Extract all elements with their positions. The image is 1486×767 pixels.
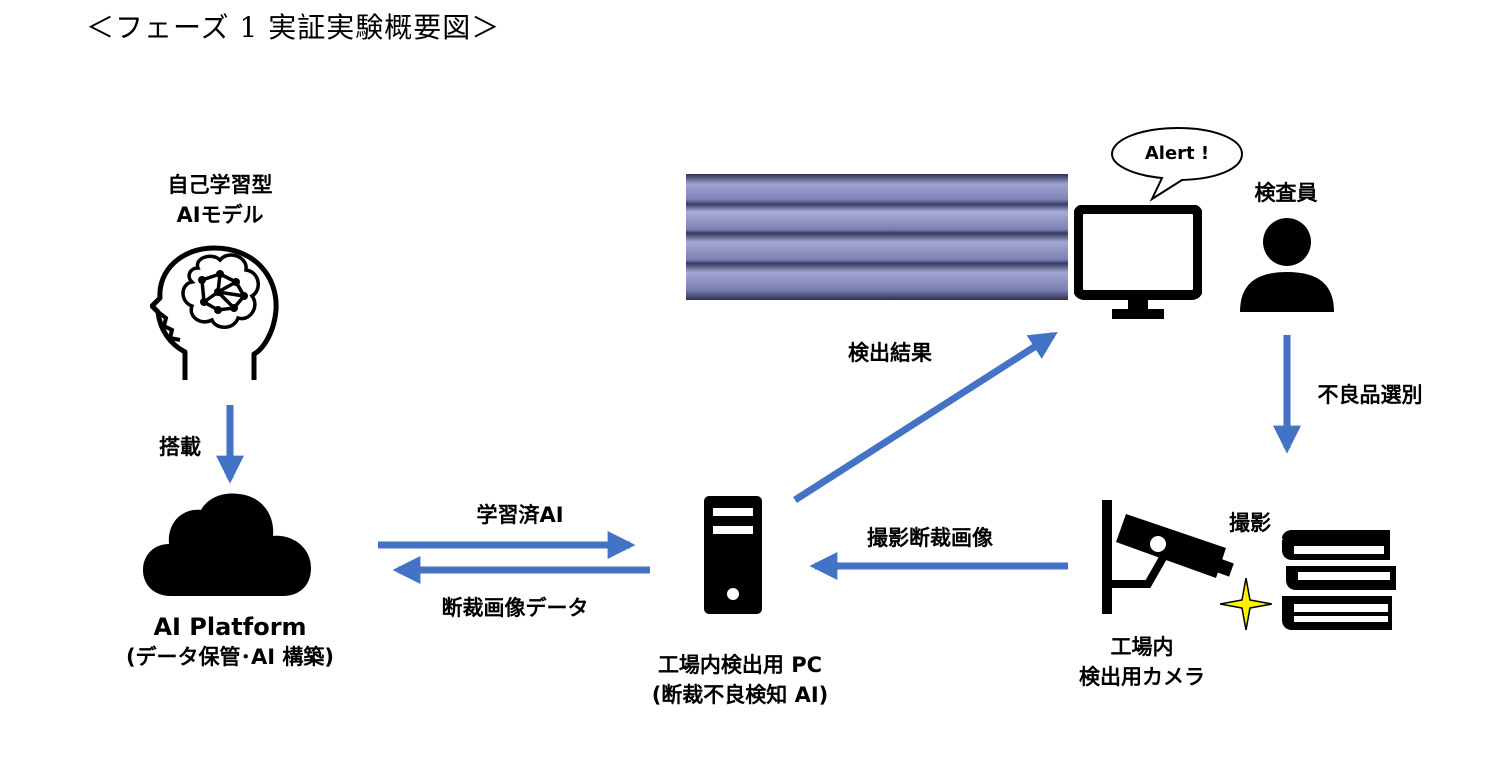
alert-bubble	[1108, 125, 1248, 203]
ai-model-label: 自己学習型 AIモデル	[120, 170, 320, 230]
defect-selection-label: 不良品選別	[1317, 383, 1423, 407]
factory-pc-label: 工場内検出用 PC (断裁不良検知 AI)	[600, 650, 880, 710]
ai-model-line2: AIモデル	[176, 203, 264, 227]
mount-label: 搭載	[159, 435, 201, 459]
platform-line1: AI Platform	[153, 613, 307, 641]
trained-ai-label: 学習済AI	[476, 503, 564, 527]
platform-label: AI Platform (データ保管･AI 構築)	[80, 612, 380, 672]
sparkle-icon	[1220, 578, 1272, 630]
detection-result-label: 検出結果	[848, 341, 932, 365]
security-camera-icon	[1102, 500, 1242, 616]
factory-pc-line2: (断裁不良検知 AI)	[651, 683, 829, 707]
monitor-icon	[1074, 205, 1202, 323]
person-icon	[1238, 214, 1336, 314]
page-title: ＜フェーズ 1 実証実験概要図＞	[86, 11, 501, 44]
shoot-label: 撮影	[1229, 511, 1271, 535]
inspector-label: 検査員	[1254, 181, 1318, 205]
alert-text: Alert !	[1144, 143, 1210, 164]
cloud-icon	[143, 492, 315, 600]
factory-pc-line1: 工場内検出用 PC	[657, 653, 823, 677]
arrow-detection-result	[793, 331, 1058, 503]
camera-line2: 検出用カメラ	[1079, 665, 1205, 689]
shot-cut-image-label: 撮影断裁画像	[867, 526, 993, 550]
paper-edge-photo	[686, 174, 1068, 300]
ai-model-line1: 自己学習型	[167, 173, 273, 197]
brain-head-icon	[150, 240, 290, 385]
cut-image-data-label: 断裁画像データ	[441, 596, 589, 620]
book-stack-icon	[1280, 528, 1400, 632]
platform-line2: (データ保管･AI 構築)	[125, 645, 335, 669]
server-tower-icon	[704, 496, 762, 614]
camera-label: 工場内 検出用カメラ	[1062, 632, 1222, 692]
camera-line1: 工場内	[1110, 635, 1174, 659]
